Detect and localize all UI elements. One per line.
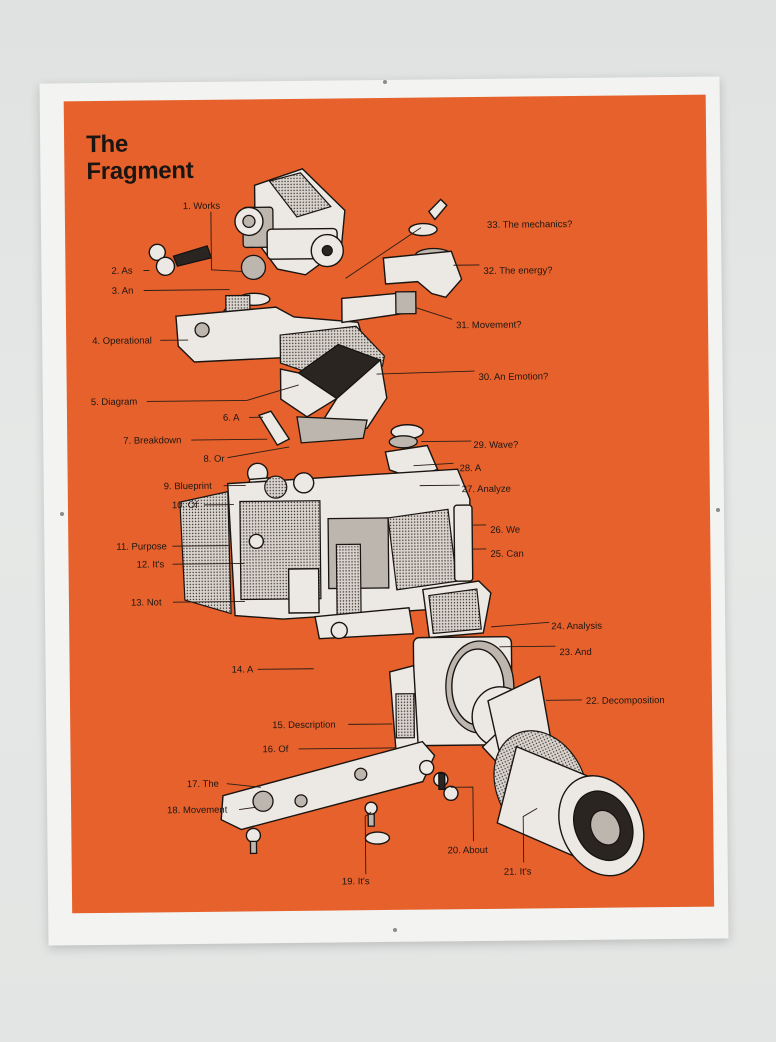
camera-body-part — [179, 468, 474, 640]
screws-part — [245, 759, 459, 855]
lens-barrel-part — [493, 730, 645, 877]
label-31: 31. Movement? — [456, 320, 522, 332]
label-33: 33. The mechanics? — [487, 219, 572, 231]
wall-pin — [60, 512, 64, 516]
wall-pin — [383, 80, 387, 84]
label-26: 26. We — [490, 525, 520, 536]
label-4: 4. Operational — [92, 335, 152, 347]
label-13: 13. Not — [131, 597, 162, 608]
label-24: 24. Analysis — [551, 621, 602, 633]
base-plate-hole-1 — [252, 790, 274, 812]
label-25: 25. Can — [490, 549, 523, 560]
label-1: 1. Works — [183, 201, 221, 212]
poster-sheet: The Fragment — [39, 76, 729, 946]
curtain-edge — [395, 290, 417, 315]
top-cover-part — [234, 168, 346, 276]
label-7: 7. Breakdown — [123, 435, 181, 447]
label-12: 12. It's — [136, 559, 164, 570]
part-labels: 1. Works 2. As 3. An 4. Operational 5. D… — [91, 201, 665, 888]
label-23: 23. And — [559, 647, 591, 658]
base-plate-hole-3 — [354, 767, 368, 781]
label-15: 15. Description — [272, 720, 335, 732]
label-10: 10. Of — [172, 500, 198, 511]
label-20: 20. About — [448, 845, 489, 856]
label-6: 6. A — [223, 413, 240, 424]
label-8: 8. Or — [203, 454, 224, 465]
label-11: 11. Purpose — [116, 541, 167, 553]
film-lever-part — [148, 243, 213, 276]
label-21: 21. It's — [504, 866, 532, 877]
label-3: 3. An — [112, 286, 134, 297]
label-28: 28. A — [460, 463, 482, 474]
label-9: 9. Blueprint — [164, 481, 213, 493]
wall-pin — [393, 928, 397, 932]
leader-lines — [143, 211, 582, 875]
label-2: 2. As — [111, 266, 132, 277]
plate-hole — [194, 322, 210, 338]
label-14: 14. A — [232, 664, 254, 675]
label-18: 18. Movement — [167, 805, 228, 817]
label-27: 27. Analyze — [462, 484, 511, 496]
base-plate-part — [220, 740, 436, 831]
label-32: 32. The energy? — [483, 265, 552, 277]
label-5: 5. Diagram — [91, 397, 138, 408]
label-30: 30. An Emotion? — [479, 371, 549, 383]
top-bracket-part — [382, 250, 463, 299]
camera-parts — [148, 168, 645, 877]
base-plate-hole-2 — [294, 794, 308, 808]
label-16: 16. Of — [262, 744, 288, 755]
label-17: 17. The — [187, 779, 219, 790]
label-19: 19. It's — [342, 876, 370, 887]
exploded-camera-diagram: 1. Works 2. As 3. An 4. Operational 5. D… — [91, 168, 665, 888]
mirror-box-part — [257, 325, 388, 447]
rewind-knob-part — [223, 254, 271, 319]
label-22: 22. Decomposition — [586, 695, 665, 707]
wall-pin — [716, 508, 720, 512]
poster-artwork: The Fragment — [63, 94, 715, 914]
label-29: 29. Wave? — [473, 440, 518, 451]
